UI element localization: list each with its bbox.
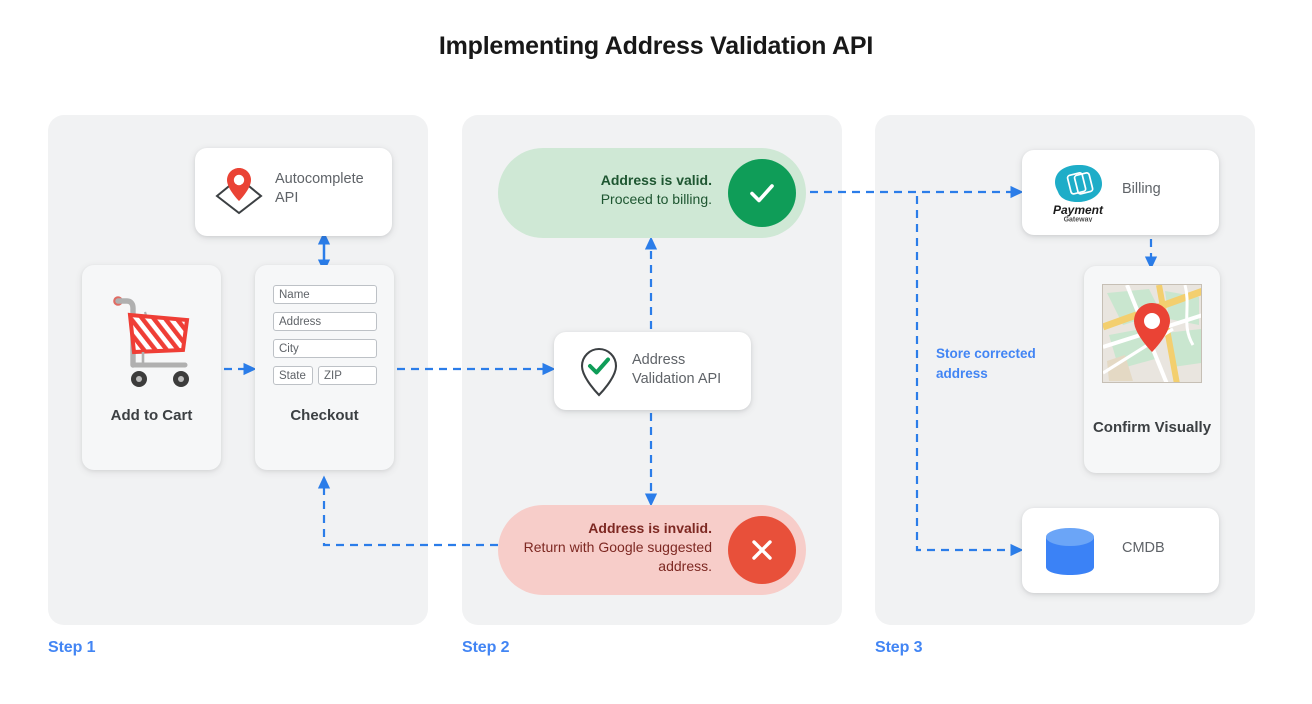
- address-field[interactable]: Address: [273, 312, 377, 331]
- billing-label: Billing: [1122, 181, 1161, 197]
- map-thumbnail-icon: [1102, 284, 1202, 383]
- step-1-label: Step 1: [48, 639, 96, 656]
- address-invalid-detail: Return with Google suggested address.: [523, 539, 712, 574]
- shopping-cart-icon: [113, 296, 190, 387]
- database-icon: [1046, 528, 1094, 575]
- step-2-label: Step 2: [462, 639, 510, 656]
- store-corrected-address-note: Store corrected address: [936, 346, 1036, 381]
- checkout-card[interactable]: Name Address City State ZIP Checkout: [255, 265, 394, 470]
- payment-gateway-icon: Payment Gateway: [1053, 165, 1104, 223]
- svg-text:Payment: Payment: [1053, 203, 1104, 217]
- address-invalid-headline: Address is invalid.: [588, 520, 712, 536]
- address-invalid-pill: Address is invalid. Return with Google s…: [498, 505, 806, 595]
- page-title: Implementing Address Validation API: [438, 32, 874, 60]
- autocomplete-api-label: Autocomplete API: [275, 171, 364, 206]
- city-field[interactable]: City: [273, 339, 377, 358]
- valid-badge: [728, 159, 796, 227]
- billing-card[interactable]: Payment Gateway Billing: [1022, 150, 1219, 235]
- autocomplete-api-card[interactable]: Autocomplete API: [195, 148, 392, 236]
- confirm-visually-label: Confirm Visually: [1092, 419, 1212, 436]
- address-valid-detail: Proceed to billing.: [600, 191, 712, 207]
- pin-check-icon: [580, 347, 618, 397]
- svg-text:Gateway: Gateway: [1064, 217, 1093, 223]
- cmdb-card[interactable]: CMDB: [1022, 508, 1219, 593]
- address-validation-api-card[interactable]: Address Validation API: [554, 332, 751, 410]
- add-to-cart-card[interactable]: Add to Cart: [82, 265, 221, 470]
- address-valid-pill: Address is valid. Proceed to billing.: [498, 148, 806, 238]
- confirm-visually-card[interactable]: Confirm Visually: [1084, 266, 1220, 473]
- autocomplete-checkout-arrow: [319, 236, 329, 268]
- address-valid-headline: Address is valid.: [600, 172, 712, 188]
- zip-field[interactable]: ZIP: [318, 366, 377, 385]
- step-3-label: Step 3: [875, 639, 923, 656]
- add-to-cart-label: Add to Cart: [110, 407, 193, 424]
- invalid-badge: [728, 516, 796, 584]
- state-field[interactable]: State: [273, 366, 313, 385]
- checkout-label: Checkout: [290, 407, 359, 424]
- address-validation-api-label: Address Validation API: [632, 352, 722, 387]
- cmdb-label: CMDB: [1122, 540, 1165, 556]
- close-icon: [752, 540, 772, 560]
- map-pin-diamond-icon: [215, 168, 263, 215]
- check-icon: [750, 184, 774, 203]
- name-field[interactable]: Name: [273, 285, 377, 304]
- address-invalid-text: Address is invalid. Return with Google s…: [518, 519, 712, 576]
- address-valid-text: Address is valid. Proceed to billing.: [518, 171, 712, 209]
